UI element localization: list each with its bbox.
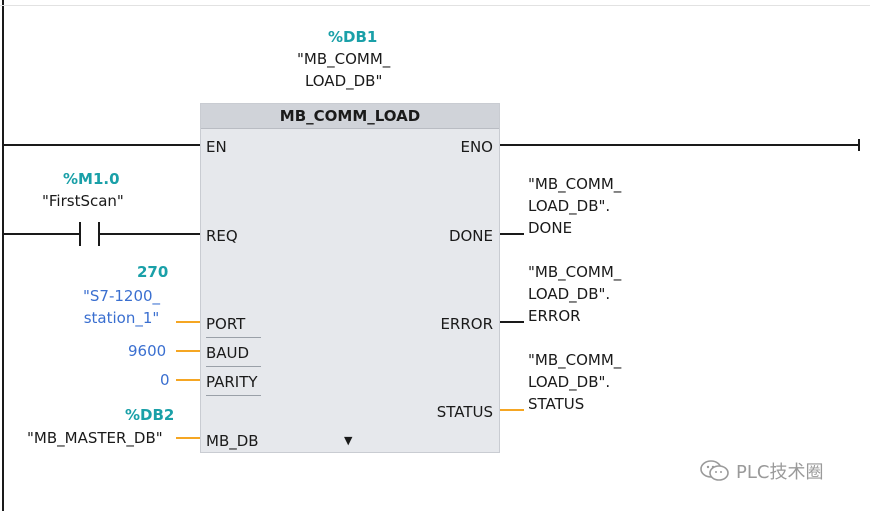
- port-value[interactable]: 270: [137, 263, 169, 281]
- pin-status: STATUS: [436, 403, 493, 421]
- mbdb-address[interactable]: %DB2: [125, 406, 175, 424]
- pin-mb-db: MB_DB: [206, 432, 259, 450]
- left-power-rail: [2, 0, 4, 511]
- contact-name[interactable]: "FirstScan": [42, 192, 124, 210]
- pin-parity-underline: [206, 395, 261, 396]
- eno-terminator: [858, 139, 860, 151]
- pin-done: DONE: [448, 227, 493, 245]
- pin-port: PORT: [206, 315, 246, 333]
- watermark-text: PLC技术圈: [736, 462, 824, 483]
- watermark: PLC技术圈: [700, 458, 823, 484]
- status-wire: [500, 409, 524, 411]
- contact-left-bar: [79, 222, 81, 246]
- error-wire: [500, 321, 524, 323]
- pin-error: ERROR: [440, 315, 493, 333]
- instance-db-name[interactable]: "MB_COMM_ LOAD_DB": [297, 50, 391, 90]
- expand-arrow-icon[interactable]: ▼: [344, 434, 353, 447]
- eno-wire: [500, 144, 860, 146]
- baud-wire: [176, 350, 200, 352]
- block-title: MB_COMM_LOAD: [201, 104, 499, 129]
- req-wire-right: [100, 233, 200, 235]
- status-tag[interactable]: "MB_COMM_ LOAD_DB". STATUS: [528, 351, 622, 413]
- req-wire-left: [4, 233, 80, 235]
- done-tag[interactable]: "MB_COMM_ LOAD_DB". DONE: [528, 175, 622, 237]
- pin-parity: PARITY: [206, 373, 258, 391]
- error-tag[interactable]: "MB_COMM_ LOAD_DB". ERROR: [528, 263, 622, 325]
- parity-value[interactable]: 0: [160, 371, 170, 389]
- pin-eno: ENO: [460, 138, 493, 156]
- port-wire: [176, 321, 200, 323]
- mbdb-wire: [176, 437, 200, 439]
- done-wire: [500, 233, 524, 235]
- contact-right-bar: [98, 222, 100, 246]
- top-divider: [0, 5, 870, 6]
- pin-req: REQ: [206, 227, 238, 245]
- pin-baud-underline: [206, 366, 261, 367]
- baud-value[interactable]: 9600: [128, 342, 167, 360]
- en-wire: [4, 144, 200, 146]
- mb-comm-load-block[interactable]: MB_COMM_LOAD EN REQ PORT BAUD PARITY MB_…: [200, 103, 500, 453]
- wechat-icon: [700, 460, 729, 481]
- port-name[interactable]: "S7-1200_ station_1": [83, 287, 161, 327]
- pin-en: EN: [206, 138, 227, 156]
- parity-wire: [176, 379, 200, 381]
- instance-db-address[interactable]: %DB1: [328, 28, 378, 46]
- contact-address[interactable]: %M1.0: [63, 170, 120, 188]
- pin-port-underline: [206, 337, 261, 338]
- mbdb-name[interactable]: "MB_MASTER_DB": [27, 429, 163, 447]
- pin-baud: BAUD: [206, 344, 250, 362]
